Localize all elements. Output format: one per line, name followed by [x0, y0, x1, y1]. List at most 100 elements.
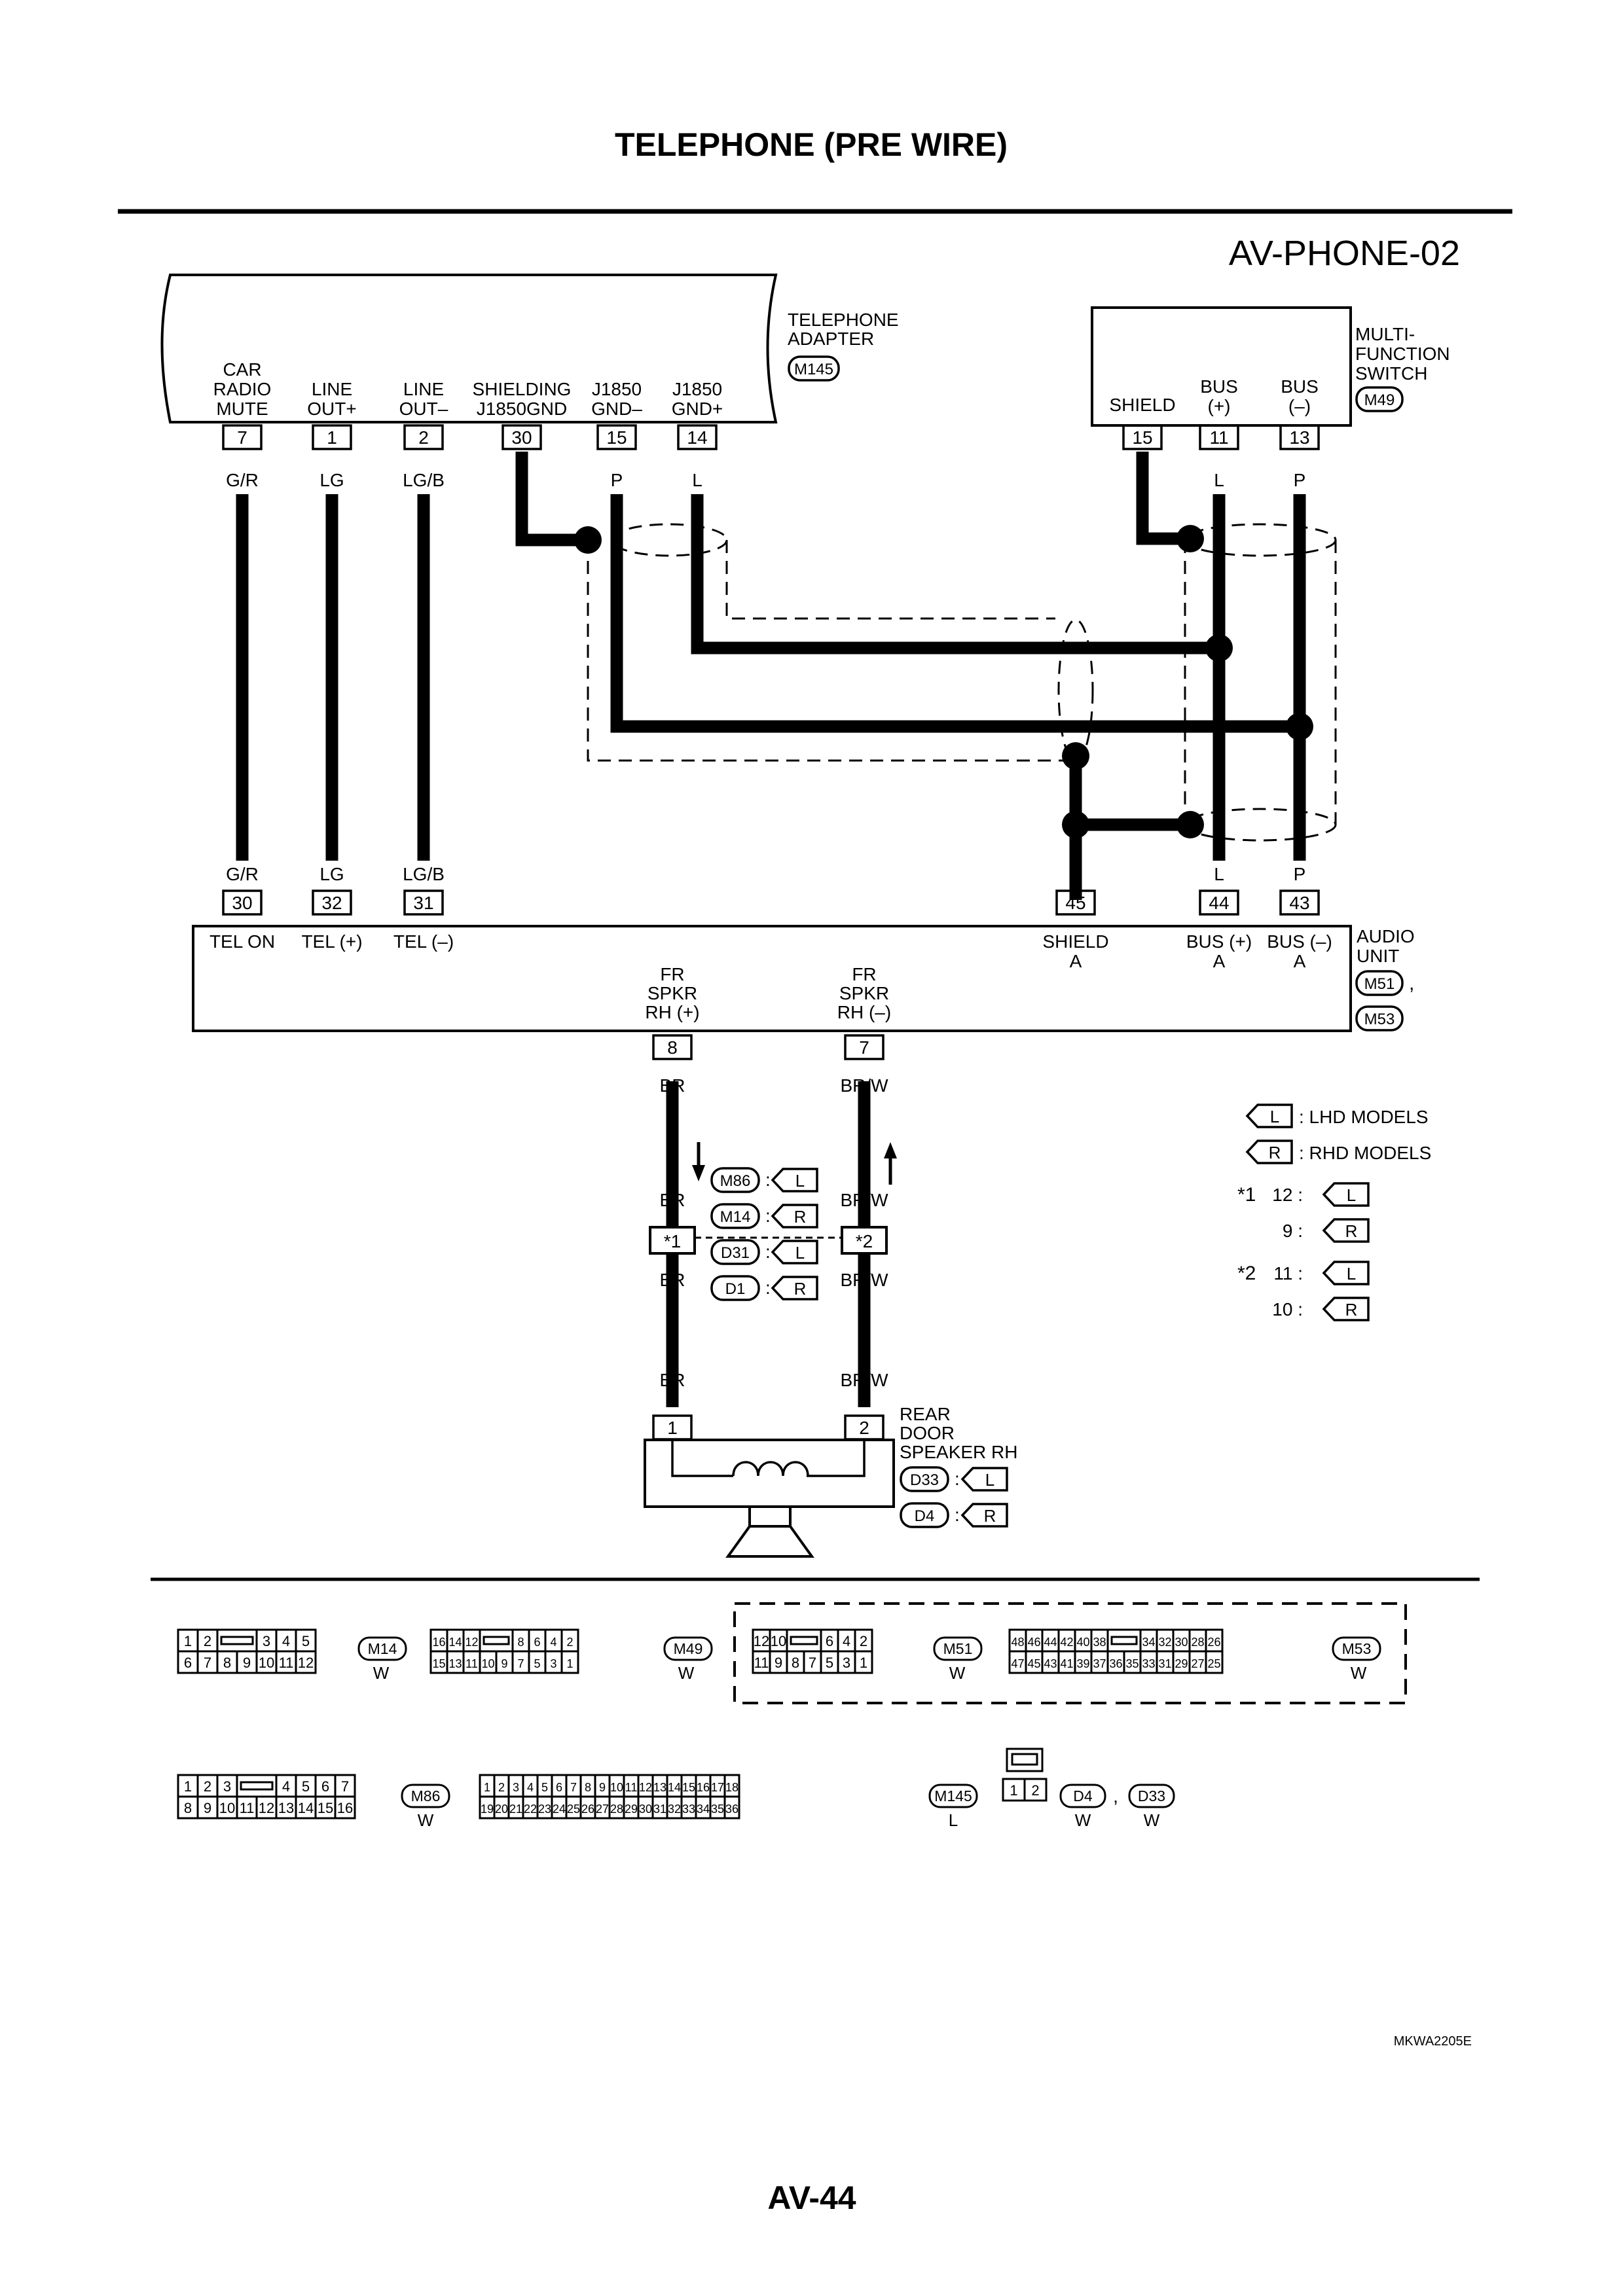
pin-label: CAR: [223, 359, 261, 380]
pin-label: LINE: [403, 379, 444, 399]
pin-label: J1850: [592, 379, 642, 399]
connector-face-pin: 18: [725, 1781, 739, 1794]
connector-face-pin: 5: [826, 1655, 833, 1671]
audio-connector-2: M53: [1364, 1011, 1395, 1028]
pin-number: 30: [232, 893, 252, 913]
pin-label: SPKR: [647, 983, 697, 1003]
pin-label: A: [1213, 951, 1226, 971]
wire-color: BR/W: [840, 1270, 888, 1290]
wire-color: P: [1294, 864, 1306, 884]
connector-face-pin: 4: [550, 1636, 556, 1649]
connector-face-pin: 1: [566, 1657, 573, 1670]
connector-face-pin: 35: [1125, 1657, 1139, 1670]
pin-number: 43: [1289, 893, 1309, 913]
connector-face-pin: 11: [279, 1655, 294, 1671]
connector-face-pin: 4: [843, 1633, 850, 1649]
signal-direction-arrows: [692, 1142, 897, 1185]
connector-face-code: M145: [934, 1787, 972, 1804]
svg-text::: :: [955, 1505, 960, 1525]
wire-adapter-shield: [515, 452, 588, 547]
connector-face-pin: 7: [204, 1655, 211, 1671]
connector-key-slot: [220, 1636, 254, 1645]
speaker-connector-code: D33: [910, 1471, 939, 1489]
connector-face-code: M49: [674, 1640, 703, 1657]
pin-number: 7: [859, 1037, 869, 1058]
wire-color: BR/W: [840, 1075, 888, 1096]
legend-text: : RHD MODELS: [1299, 1143, 1431, 1163]
connector-face-pin: 7: [570, 1781, 577, 1794]
wire-color: G/R: [226, 864, 259, 884]
connector-face-pin: 10: [610, 1781, 623, 1794]
connector-face-pin: 2: [204, 1633, 211, 1649]
connector-face-pin: 47: [1011, 1657, 1024, 1670]
telephone-adapter-connector: M145: [794, 361, 833, 378]
wire-color: BR: [660, 1075, 685, 1096]
wire-color: L: [1214, 864, 1224, 884]
connector-face-cell: [1188, 1650, 1207, 1674]
connector-face-cell: [295, 1774, 317, 1798]
wire-j1850-minus: [610, 494, 1300, 733]
connector-color: W: [373, 1663, 390, 1683]
connector-face-cell: [1074, 1650, 1093, 1674]
connector-face-pin: 8: [517, 1636, 524, 1649]
connector-face-pin: 23: [538, 1803, 551, 1816]
connector-face-pin: 8: [223, 1655, 231, 1671]
connector-color: L: [949, 1810, 958, 1830]
connector-badge: [1128, 1784, 1175, 1808]
connector-face-pin: 4: [527, 1781, 534, 1794]
pin-label: SHIELD: [1042, 931, 1108, 952]
connector-badge: [663, 1636, 713, 1661]
connector-key-slot: [1110, 1636, 1138, 1645]
connector-face-pin: 1: [184, 1633, 192, 1649]
pin-number: 8: [667, 1037, 678, 1058]
svg-text::: :: [765, 1170, 771, 1190]
pin-label: FR: [660, 964, 684, 984]
connector-face-cell: [1139, 1650, 1158, 1674]
connector-face-pin: 24: [553, 1803, 566, 1816]
wire-color: LG/B: [403, 864, 445, 884]
connector-face-cell: [495, 1650, 514, 1674]
legend-symbol: L: [1347, 1264, 1356, 1283]
connector-face-pin: 4: [282, 1633, 290, 1649]
connector-face-pin: 10: [219, 1800, 235, 1816]
connector-face-pin: 6: [184, 1655, 192, 1671]
connector-face-cell: [1188, 1628, 1207, 1653]
connector-face-pin: 42: [1060, 1636, 1073, 1649]
wire-color: P: [611, 470, 623, 490]
connector-face-pin: 3: [223, 1778, 231, 1795]
legend-symbol: L: [1347, 1185, 1356, 1205]
audio-connector-sep: ,: [1409, 973, 1414, 994]
connector-face-pin: 6: [556, 1781, 562, 1794]
connector-face-cell: [177, 1650, 199, 1674]
model-symbol: R: [984, 1506, 996, 1526]
pin-number: 45: [1065, 893, 1085, 913]
speaker-coil: [732, 1461, 809, 1477]
audio-connector-1: M51: [1364, 975, 1395, 993]
wire-color: LG: [319, 864, 344, 884]
pin-label: RH (–): [837, 1002, 891, 1022]
splice-points: [574, 525, 1313, 838]
connector-face-pin: 6: [826, 1633, 833, 1649]
connector-face-pin: 1: [484, 1781, 490, 1794]
connector-face-cell: [275, 1650, 297, 1674]
connector-face-code: M51: [943, 1640, 973, 1657]
connector-face-code: M14: [368, 1640, 397, 1657]
wire-color: L: [1214, 470, 1224, 490]
connector-face-pin: 1: [860, 1655, 867, 1671]
connector-face-cell: [820, 1628, 839, 1653]
connector-face-pin: 28: [610, 1803, 623, 1816]
connector-face-cell: [803, 1650, 822, 1674]
connector-face-pin: 40: [1076, 1636, 1089, 1649]
pin-label: (–): [1288, 396, 1311, 416]
svg-text::: :: [765, 1242, 771, 1262]
connector-face-pin: 29: [625, 1803, 638, 1816]
telephone-adapter-name-1: TELEPHONE: [788, 310, 899, 330]
connector-face-pin: 36: [1109, 1657, 1122, 1670]
connector-face-pin: 44: [1044, 1636, 1057, 1649]
connector-separator: ,: [1113, 1786, 1118, 1806]
pin-number: 31: [413, 893, 433, 913]
connector-face-cell: [255, 1795, 278, 1820]
speaker-name-1: REAR: [900, 1404, 951, 1424]
